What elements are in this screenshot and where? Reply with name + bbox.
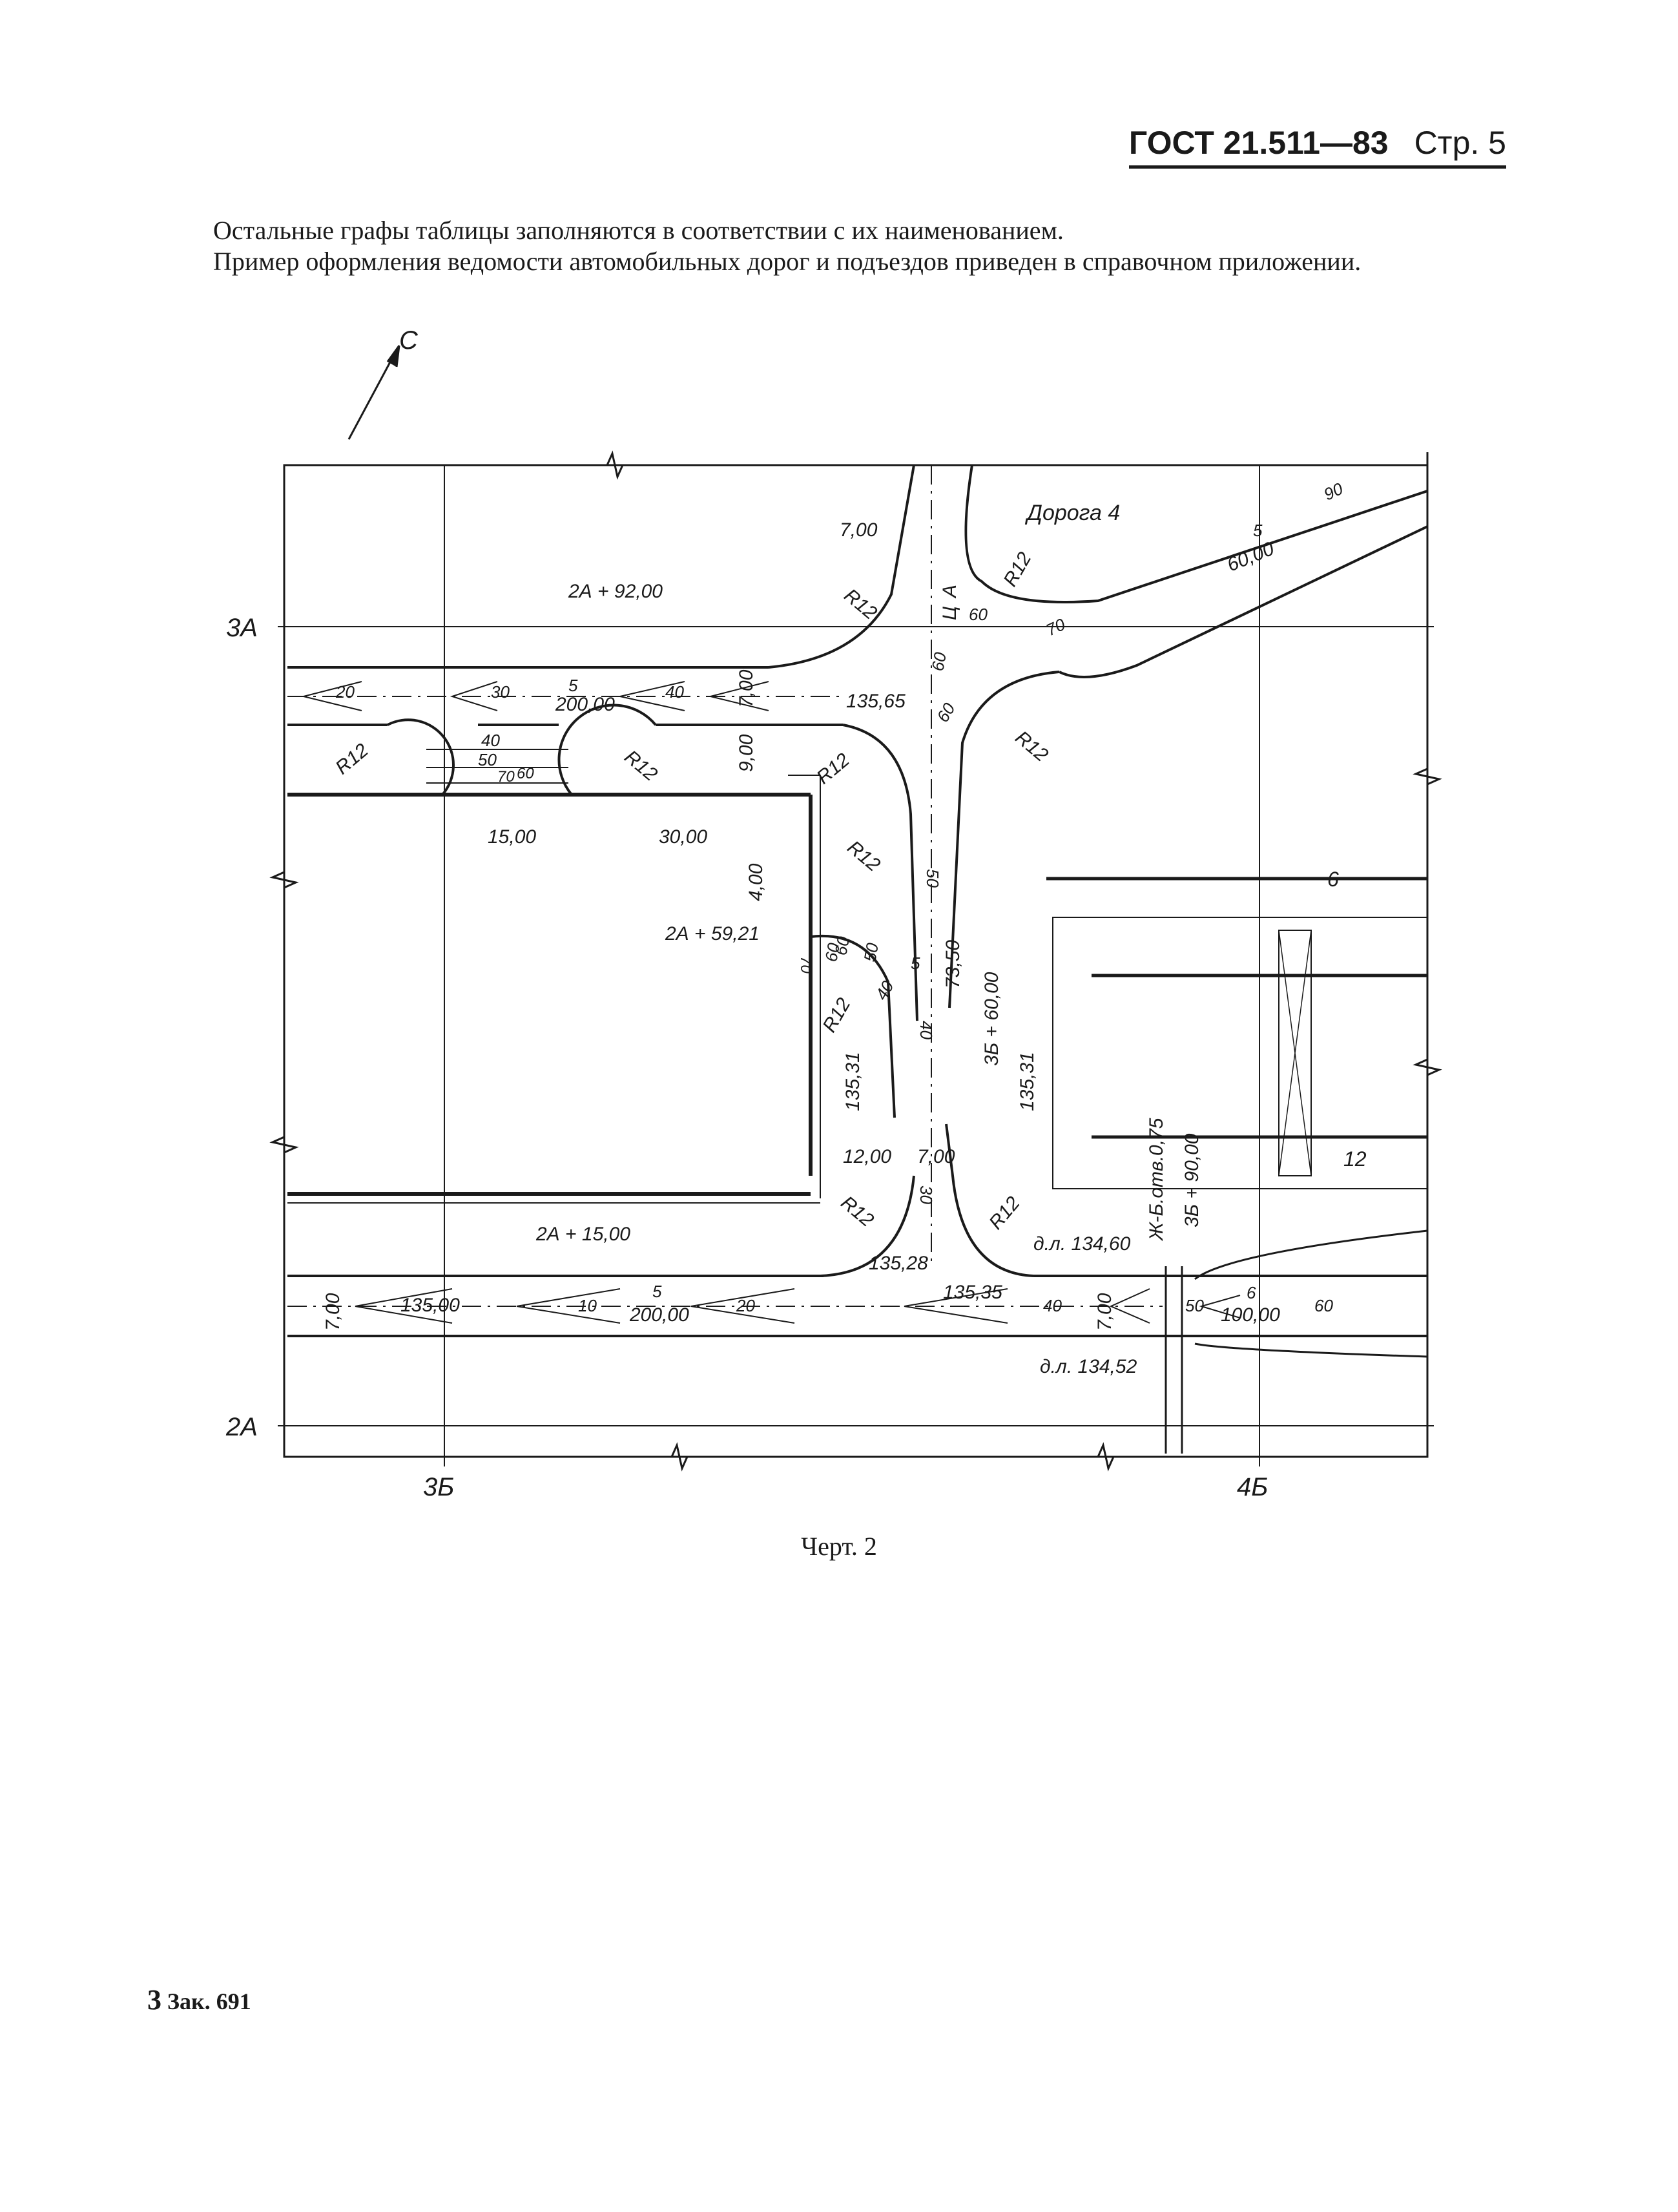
radius-5: R12 bbox=[813, 749, 854, 789]
picket-3b-60: 3Б + 60,00 bbox=[981, 972, 1002, 1066]
dim-12-00: 12,00 bbox=[843, 1146, 891, 1167]
slope-label: 60 bbox=[517, 765, 534, 782]
paragraph-2: Пример оформления ведомости автомобильны… bbox=[213, 247, 1362, 276]
axis-label-2a: 2А bbox=[225, 1413, 258, 1441]
elev-135-31-b: 135,31 bbox=[1017, 1052, 1038, 1111]
axis-mark-c: Ц bbox=[939, 606, 960, 620]
slope-label: 40 bbox=[665, 682, 684, 702]
dim-7-00-e: 7,00 bbox=[1094, 1293, 1115, 1331]
paragraph-1: Остальные графы таблицы заполняются в со… bbox=[213, 216, 1064, 245]
datum-line-1: д.л. 134,60 bbox=[1033, 1233, 1131, 1255]
picket-2a-15: 2А + 15,00 bbox=[535, 1224, 630, 1245]
dim-200-00-a: 200,00 bbox=[555, 694, 615, 715]
page-footer: 3 Зак. 691 bbox=[147, 1983, 251, 2016]
radius-8: R12 bbox=[818, 994, 855, 1036]
slope-label: 90 bbox=[1321, 479, 1346, 505]
slope-label: 50 bbox=[923, 869, 942, 888]
slope-label: 30 bbox=[491, 682, 510, 702]
picket-3b-90: 3Б + 90,00 bbox=[1181, 1133, 1203, 1227]
dim-7-00-c: 7,00 bbox=[917, 1146, 955, 1167]
slope-label: 40 bbox=[481, 731, 500, 750]
radius-2: R12 bbox=[999, 548, 1035, 590]
slope-label: 60 bbox=[927, 651, 950, 673]
elev-135-31-a: 135,31 bbox=[842, 1052, 864, 1111]
dim-4-00: 4,00 bbox=[745, 863, 767, 901]
slope-label: 5 bbox=[652, 1282, 662, 1301]
slope-label: 70 bbox=[1043, 614, 1068, 640]
radius-7: R12 bbox=[844, 837, 885, 876]
dim-73-50: 73,50 bbox=[942, 940, 964, 988]
slope-label: 60 bbox=[933, 699, 959, 725]
radius-3: R12 bbox=[331, 740, 373, 779]
radius-6: R12 bbox=[1011, 727, 1053, 766]
site-plan-drawing: С 3А 2А 3Б 4Б Дорога 4 2А + 92,00 2А + 5… bbox=[225, 326, 1442, 1501]
slope-label: 5 bbox=[1253, 521, 1263, 540]
picket-2a-92: 2А + 92,00 bbox=[568, 581, 663, 602]
dim-7-00-b: 7,00 bbox=[736, 669, 757, 707]
slope-label: 30 bbox=[917, 1185, 936, 1204]
axis-label-3b: 3Б bbox=[423, 1473, 454, 1501]
slope-label: 50 bbox=[860, 941, 882, 963]
radius-10: R12 bbox=[985, 1193, 1024, 1234]
north-arrow bbox=[347, 348, 399, 440]
dim-200-00-b: 200,00 bbox=[629, 1304, 689, 1326]
slope-label: 60 bbox=[821, 941, 844, 963]
sheet-number: 3 bbox=[147, 1984, 161, 2016]
slope-label: 60 bbox=[969, 605, 988, 624]
slope-label: 6 bbox=[1247, 1283, 1256, 1302]
dim-30-00: 30,00 bbox=[659, 826, 707, 848]
slope-label: 5 bbox=[568, 676, 578, 695]
radius-9: R12 bbox=[837, 1192, 878, 1231]
slope-label: 5 bbox=[911, 954, 920, 973]
elev-135-00: 135,00 bbox=[400, 1295, 460, 1316]
dim-60-00: 60,00 bbox=[1224, 538, 1277, 576]
slope-label: 70 bbox=[497, 768, 515, 786]
slope-label: 20 bbox=[736, 1296, 755, 1315]
slope-label: 20 bbox=[335, 682, 355, 702]
order-number: Зак. 691 bbox=[167, 1988, 251, 2014]
slope-label: 10 bbox=[578, 1296, 597, 1315]
figure-caption: Черт. 2 bbox=[801, 1532, 877, 1561]
slope-label: 40 bbox=[1043, 1296, 1062, 1315]
slope-label: 40 bbox=[871, 977, 898, 1003]
dim-15-00: 15,00 bbox=[488, 826, 536, 848]
dim-9-00: 9,00 bbox=[736, 734, 757, 772]
slope-label: 40 bbox=[917, 1021, 936, 1039]
page-header: ГОСТ 21.511—83 Стр. 5 bbox=[1128, 124, 1506, 169]
road-name: Дорога 4 bbox=[1024, 501, 1120, 525]
axis-label-4b: 4Б bbox=[1237, 1473, 1268, 1501]
slope-label: 70 bbox=[797, 956, 814, 974]
north-letter: С bbox=[399, 326, 419, 355]
object-number-6: 6 bbox=[1327, 868, 1339, 891]
radius-4: R12 bbox=[621, 746, 662, 786]
datum-line-2: д.л. 134,52 bbox=[1040, 1356, 1137, 1377]
axis-mark-a: А bbox=[939, 585, 960, 599]
elev-135-28: 135,28 bbox=[869, 1253, 928, 1274]
object-number-12: 12 bbox=[1343, 1147, 1367, 1171]
page-number: Стр. 5 bbox=[1414, 125, 1506, 161]
doc-number: ГОСТ 21.511—83 bbox=[1128, 125, 1389, 161]
slope-label: 50 bbox=[1185, 1296, 1204, 1315]
dim-100-00: 100,00 bbox=[1221, 1304, 1280, 1326]
elev-135-35: 135,35 bbox=[943, 1282, 1002, 1303]
rail-label: Ж-Б.отв.0,75 bbox=[1146, 1118, 1167, 1242]
picket-2a-59: 2А + 59,21 bbox=[665, 923, 760, 944]
dim-7-00-a: 7,00 bbox=[840, 519, 878, 541]
slope-label: 60 bbox=[1314, 1296, 1333, 1315]
elev-135-65: 135,65 bbox=[846, 691, 906, 712]
slope-label: 50 bbox=[478, 750, 497, 769]
slope-label: 60 bbox=[831, 935, 853, 957]
axis-label-3a: 3А bbox=[226, 614, 258, 642]
dim-7-00-d: 7,00 bbox=[322, 1293, 344, 1331]
